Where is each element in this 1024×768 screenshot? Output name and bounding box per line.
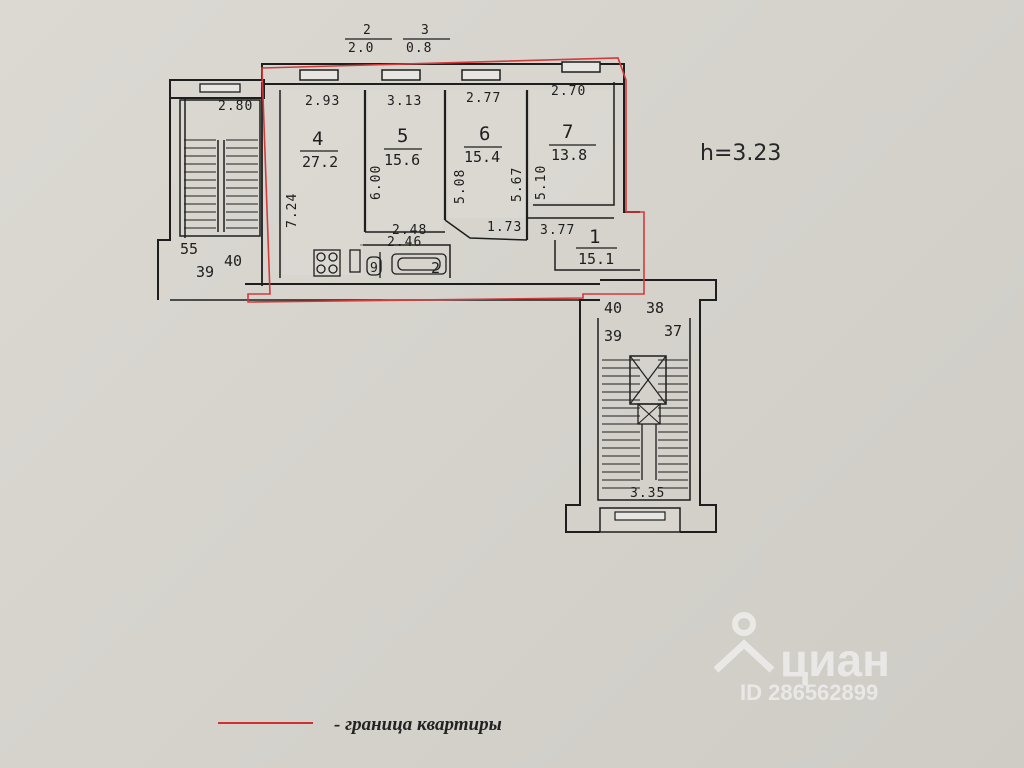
- room6-number: 6: [479, 123, 490, 145]
- wc-number: 9: [370, 261, 379, 276]
- map-pin-icon: [713, 612, 775, 673]
- fraction-1-bottom: 2.0: [348, 41, 374, 56]
- room4-area: 27.2: [302, 153, 338, 171]
- right-staircase: [629, 355, 667, 480]
- top-windows: [299, 61, 601, 81]
- left-stair-width: 2.80: [218, 99, 253, 114]
- room5-area: 15.6: [384, 151, 420, 169]
- header-fractions: 2 2.0 3 0.8: [345, 23, 450, 56]
- left-staircase: [179, 99, 261, 237]
- toilet-icon: [366, 256, 382, 276]
- apartment-boundary: [247, 57, 645, 303]
- right-stair-width: 3.35: [630, 486, 665, 501]
- room7-length: 5.10: [534, 165, 549, 200]
- watermark: циан ID 286562899: [713, 612, 890, 705]
- stove-icon: [313, 249, 341, 277]
- right-stair-steps: [602, 359, 688, 489]
- room4-number: 4: [312, 128, 323, 150]
- watermark-id: ID 286562899: [740, 680, 878, 705]
- room6-right-length: 5.67: [510, 167, 525, 202]
- room4-length: 7.24: [285, 193, 300, 228]
- room4-width: 2.93: [305, 94, 340, 109]
- right-stair-bottom-right: 37: [664, 322, 682, 340]
- room5-length: 6.00: [369, 165, 384, 200]
- room1-width: 3.77: [540, 223, 575, 238]
- room6-area: 15.4: [464, 148, 500, 166]
- room1-number: 1: [589, 226, 600, 248]
- sink-icon: [349, 249, 361, 273]
- lift-cabin: [637, 403, 661, 425]
- legend-text: - граница квартиры: [334, 714, 502, 735]
- bathtub-icon: [391, 253, 447, 275]
- left-stair-top-left: 55: [180, 240, 198, 258]
- fixtures: [313, 249, 447, 277]
- corridor-dim-a: 2.48: [392, 223, 427, 238]
- room7-area: 13.8: [551, 146, 587, 164]
- left-outer-wall: [157, 80, 171, 300]
- room-fills: [283, 90, 612, 275]
- interior-walls: [360, 90, 640, 278]
- watermark-brand: циан: [780, 634, 890, 686]
- corridor-dim-b: 2.46: [387, 235, 422, 250]
- right-stair-bottom-left: 39: [604, 327, 622, 345]
- legend: - граница квартиры: [218, 714, 502, 735]
- room5-width: 3.13: [387, 94, 422, 109]
- corridor-dim-c: 1.73: [487, 220, 522, 235]
- room-labels: 2.93 4 27.2 7.24 3.13 5 15.6 6.00 2.77 6…: [218, 84, 665, 501]
- neighbour-numbers: 55 40 39 40 38 39 37: [180, 240, 682, 345]
- right-stair-top-right: 38: [646, 299, 664, 317]
- left-stair-steps: [184, 139, 258, 229]
- room7-number: 7: [562, 121, 573, 143]
- ceiling-height: h=3.23: [700, 141, 781, 166]
- room1-area: 15.1: [578, 250, 614, 268]
- room6-length: 5.08: [453, 169, 468, 204]
- room7-width: 2.70: [551, 84, 586, 99]
- room5-number: 5: [397, 125, 408, 147]
- fraction-2-top: 3: [421, 23, 430, 38]
- left-stair-top-right: 40: [224, 252, 242, 270]
- bath-number: 2: [431, 259, 440, 277]
- fraction-1-top: 2: [363, 23, 372, 38]
- room6-width: 2.77: [466, 91, 501, 106]
- fraction-2-bottom: 0.8: [406, 41, 432, 56]
- right-stair-outer-wall: [600, 279, 717, 533]
- left-stair-bottom-left: 39: [196, 263, 214, 281]
- right-stair-top-left: 40: [604, 299, 622, 317]
